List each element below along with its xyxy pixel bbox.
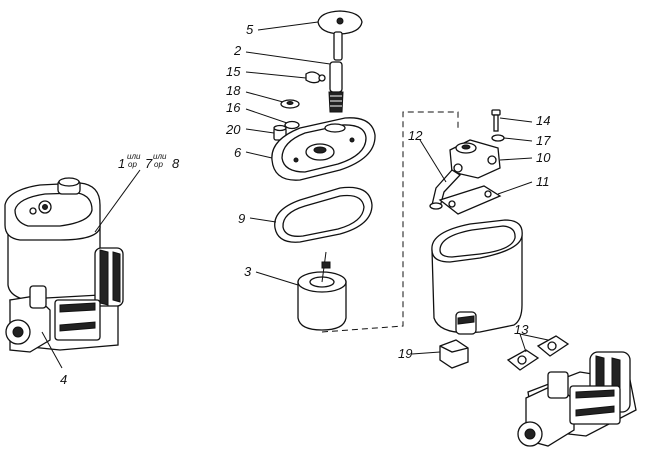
callout-14: 14 [536, 113, 550, 128]
callout-4: 4 [60, 372, 67, 387]
flow-path-dashed [321, 111, 459, 333]
callout-1: 1 [118, 156, 125, 171]
gasket-11 [438, 181, 533, 215]
callout-11: 11 [536, 174, 550, 189]
filter-3 [255, 251, 347, 331]
washer-17 [491, 134, 533, 142]
ring-16 [245, 108, 300, 130]
callout-6: 6 [234, 145, 242, 160]
gasket-9 [249, 186, 373, 243]
callout-13: 13 [514, 322, 529, 337]
pipe-12 [419, 139, 462, 210]
filter-housing-10 [449, 139, 533, 179]
bolt-14 [491, 109, 533, 132]
callout-19: 19 [398, 346, 412, 361]
callout-3: 3 [244, 264, 252, 279]
callout-9: 9 [238, 211, 245, 226]
filler-cap-5 [257, 10, 363, 61]
callout-10: 10 [536, 150, 551, 165]
callout-1-or: или [127, 152, 141, 161]
fitting-20 [245, 124, 287, 141]
washer-18 [245, 91, 300, 109]
callout-labels: 1 или ор 7 или ор 8 4 5 2 15 18 16 20 6 … [60, 22, 551, 387]
callout-2: 2 [233, 43, 242, 58]
pump-right [517, 351, 637, 447]
callout-1-or-sub: ор [128, 160, 137, 169]
callout-7: 7 [145, 156, 153, 171]
reservoir-cover-6 [245, 117, 376, 181]
callout-5: 5 [246, 22, 254, 37]
gaskets-13 [506, 333, 570, 371]
callout-7-or: или [153, 152, 167, 161]
reservoir-body [431, 219, 523, 335]
wing-nut-15 [245, 71, 326, 84]
plug-19 [411, 339, 469, 369]
callout-16: 16 [226, 100, 241, 115]
dipstick-2 [245, 51, 344, 113]
callout-18: 18 [226, 83, 241, 98]
callout-8: 8 [172, 156, 180, 171]
callout-12: 12 [408, 128, 423, 143]
callout-17: 17 [536, 133, 551, 148]
callout-7-or-sub: ор [154, 160, 163, 169]
assembled-pump-left [4, 169, 141, 369]
callout-15: 15 [226, 64, 241, 79]
callout-20: 20 [225, 122, 241, 137]
